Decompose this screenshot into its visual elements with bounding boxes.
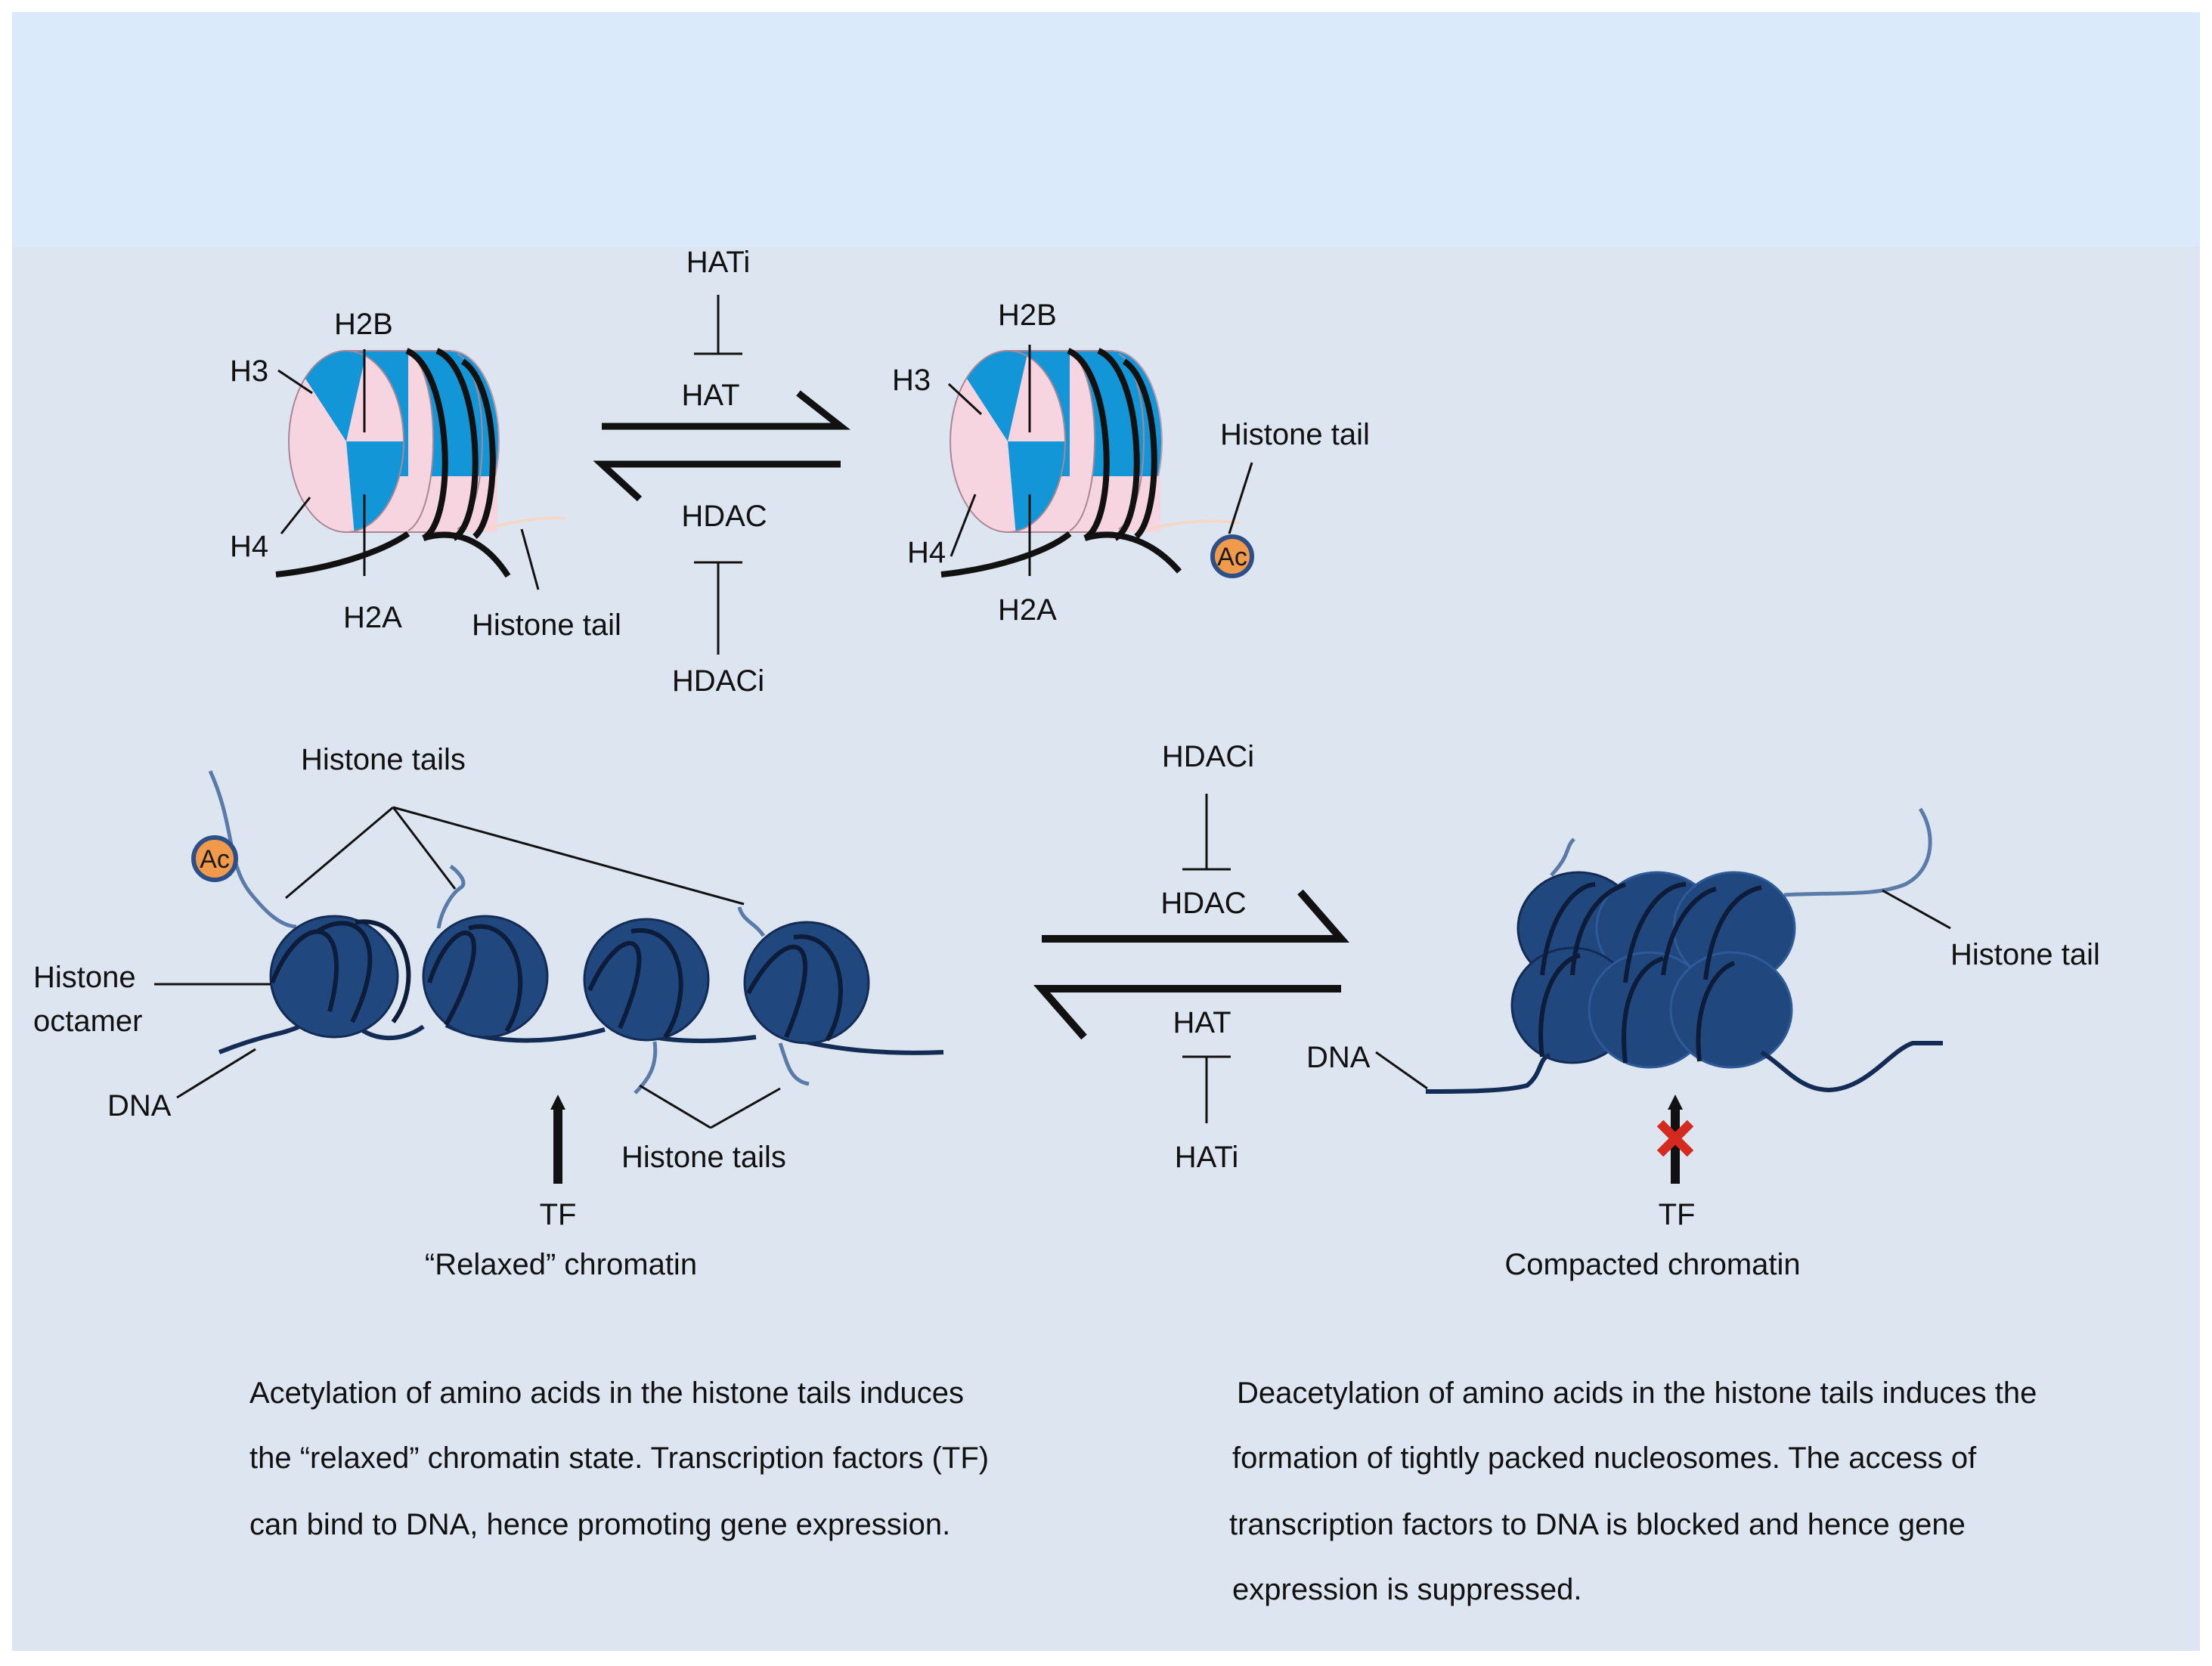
label-histone-tail-right: Histone tail [1220, 418, 1370, 451]
label-dna-left: DNA [107, 1089, 172, 1123]
label-hdac-bottom: HDAC [1160, 887, 1246, 920]
label-h2b-left: H2B [334, 308, 393, 341]
label-tf-left: TF [540, 1198, 577, 1231]
label-h4-left: H4 [230, 530, 268, 563]
label-hdac-top: HDAC [681, 500, 767, 533]
caption-left: Acetylation of amino acids in the histon… [249, 1376, 989, 1541]
label-histone-tails-bottom: Histone tails [621, 1141, 786, 1174]
label-h4-right: H4 [907, 536, 946, 569]
nucleosome-diagram-left [275, 348, 566, 590]
acetyl-marker-bottom: Ac [191, 835, 238, 882]
caption-right: Deacetylation of amino acids in the hist… [1229, 1376, 2037, 1606]
label-hati-bottom: HATi [1175, 1141, 1238, 1174]
caption-right-line-1: Deacetylation of amino acids in the hist… [1237, 1376, 2037, 1410]
label-hdaci-top: HDACi [672, 664, 764, 698]
caption-right-line-2: formation of tightly packed nucleosomes.… [1232, 1441, 1977, 1475]
label-tf-right: TF [1659, 1198, 1696, 1231]
nucleosome-diagram-right [940, 345, 1253, 578]
acetyl-label-top: Ac [1217, 543, 1247, 571]
caption-left-line-1: Acetylation of amino acids in the histon… [249, 1376, 964, 1410]
label-h2a-left: H2A [343, 601, 402, 634]
label-histone-tail-left: Histone tail [472, 608, 621, 642]
label-h2b-right: H2B [998, 299, 1057, 332]
title-relaxed-chromatin: “Relaxed” chromatin [425, 1248, 697, 1281]
caption-left-line-3: can bind to DNA, hence promoting gene ex… [249, 1508, 950, 1541]
label-hat-top: HAT [681, 379, 739, 412]
label-hdaci-bottom: HDACi [1162, 740, 1254, 773]
compacted-chromatin-diagram [1375, 807, 1951, 1184]
label-histone-octamer-2: octamer [33, 1005, 143, 1038]
acetyl-marker-top: Ac [1210, 534, 1254, 578]
acetyl-label-bottom: Ac [200, 845, 230, 874]
caption-right-line-3: transcription factors to DNA is blocked … [1229, 1508, 1966, 1541]
top-band [12, 12, 2200, 246]
title-compacted-chromatin: Compacted chromatin [1504, 1248, 1800, 1281]
label-hat-bottom: HAT [1173, 1006, 1231, 1039]
caption-left-line-2: the “relaxed” chromatin state. Transcrip… [249, 1441, 989, 1475]
label-histone-tail-compacted: Histone tail [1950, 938, 2100, 971]
label-h3-right: H3 [892, 364, 931, 397]
bottom-equilibrium-arrows [1033, 794, 1349, 1123]
label-hati-top: HATi [686, 246, 750, 279]
top-equilibrium-arrows [593, 295, 851, 655]
label-h2a-right: H2A [998, 593, 1057, 627]
label-histone-tails-top: Histone tails [301, 743, 466, 776]
label-histone-octamer-1: Histone [33, 961, 136, 994]
relaxed-chromatin-diagram [154, 770, 944, 1184]
caption-right-line-4: expression is suppressed. [1232, 1573, 1582, 1606]
label-dna-right: DNA [1306, 1041, 1371, 1074]
label-h3-left: H3 [230, 355, 268, 388]
blocked-x-icon [1656, 1119, 1694, 1157]
